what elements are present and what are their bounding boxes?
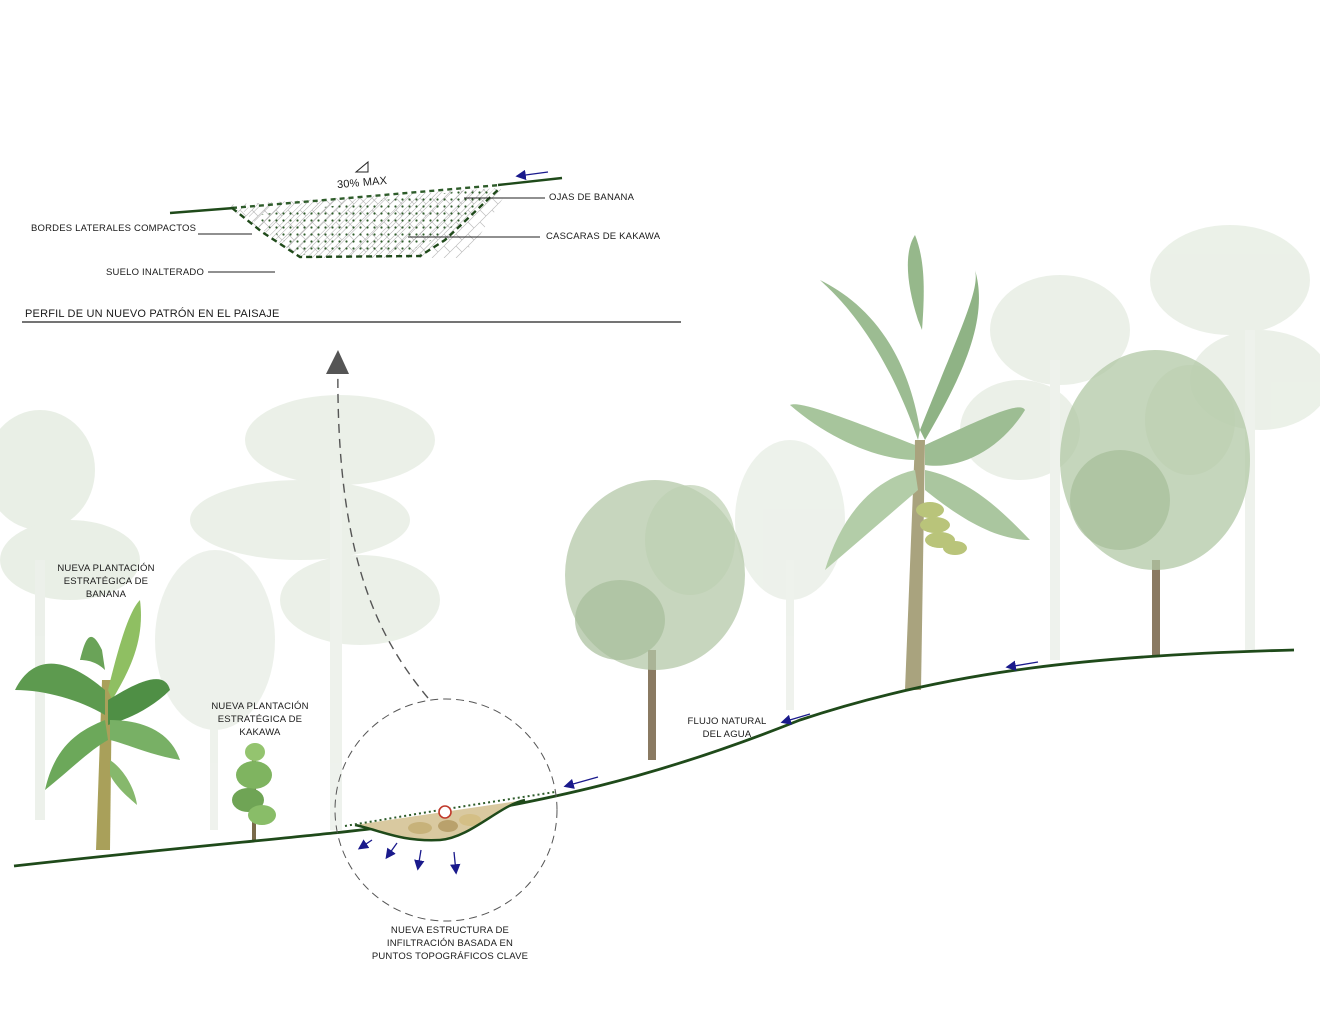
- background-vegetation: [0, 225, 1320, 830]
- kakawa-tree-middle: [565, 480, 745, 760]
- label-kakawa-shells: CASCARAS DE KAKAWA: [546, 231, 661, 242]
- label-kakawa-planting: NUEVA PLANTACIÓN ESTRATÉGICA DE KAKAWA: [211, 701, 309, 738]
- profile-title: PERFIL DE UN NUEVO PATRÓN EN EL PAISAJE: [25, 308, 280, 320]
- label-banana-leaves: OJAS DE BANANA: [549, 192, 635, 203]
- label-banana-planting: NUEVA PLANTACIÓN ESTRATÉGICA DE BANANA: [57, 563, 155, 600]
- slope-triangle-icon: [354, 160, 369, 173]
- kakawa-plant-new: [232, 743, 276, 840]
- banana-bunch: [916, 502, 967, 555]
- profile-ground-right: [497, 176, 563, 187]
- banana-tree-large: [790, 235, 1030, 690]
- label-compact-edges: BORDES LATERALES COMPACTOS: [31, 223, 197, 234]
- profile-ground-left: [169, 206, 235, 215]
- water-flow-arrows: [563, 660, 1039, 789]
- zoom-connector-arrowhead: [326, 350, 349, 374]
- profile-flow-arrow: [515, 169, 549, 181]
- zoom-connector-line: [337, 359, 429, 699]
- kakawa-tree-right: [1060, 350, 1250, 655]
- faded-tree-left: [155, 550, 275, 830]
- key-point-marker: [438, 805, 452, 819]
- infiltration-lens: [334, 698, 558, 922]
- faded-tree-mid: [735, 440, 845, 710]
- label-undisturbed-soil: SUELO INALTERADO: [106, 267, 205, 278]
- infiltration-arrows: [357, 839, 461, 875]
- ground-slope-line: [13, 648, 1295, 868]
- label-water-flow: FLUJO NATURAL DEL AGUA: [687, 716, 767, 740]
- banana-plant-new: [15, 600, 180, 850]
- profile-detail: [22, 160, 681, 323]
- faded-palm-right: [960, 225, 1320, 660]
- label-infiltration-structure: NUEVA ESTRUCTURA DE INFILTRACIÓN BASADA …: [371, 925, 529, 962]
